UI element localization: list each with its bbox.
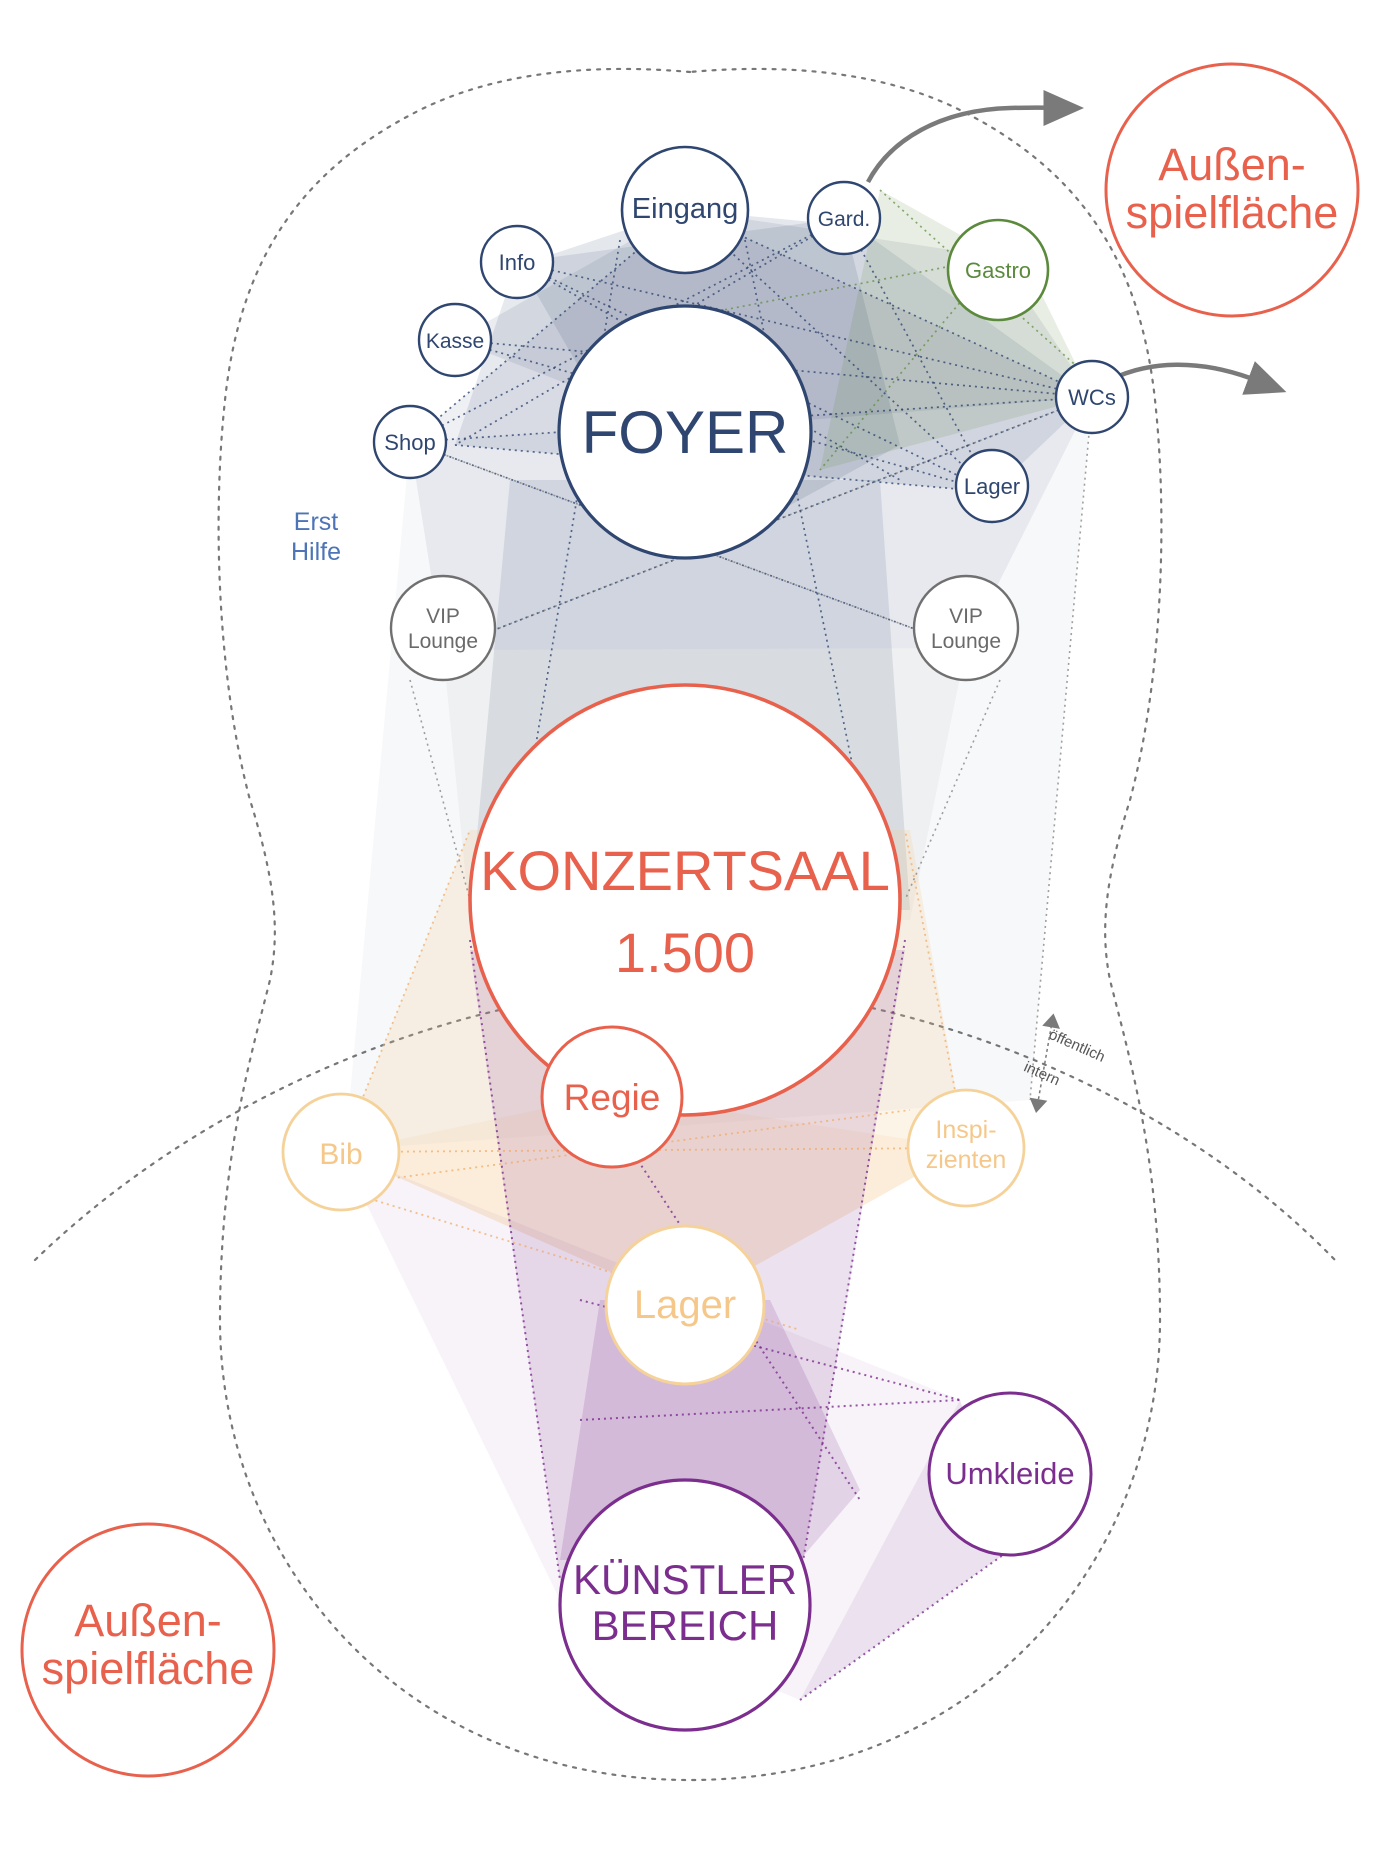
node-regie-label: Regie — [564, 1077, 661, 1118]
support-area-2 — [341, 1094, 966, 1305]
public-internal-divider — [33, 983, 1337, 1262]
gastro-area — [820, 190, 1092, 470]
outdoor-bottom-left-line2: spielfläche — [42, 1643, 255, 1694]
node-inspizienten-line1: Inspi- — [935, 1116, 996, 1144]
node-shop-label: Shop — [384, 430, 435, 455]
outdoor-top-right-line1: Außen- — [1158, 139, 1306, 190]
exit-arrow-wcs — [1108, 361, 1287, 395]
public-internal-arrow — [1029, 1013, 1060, 1113]
node-vip-right-line1: VIP — [949, 605, 983, 628]
node-bib: Bib — [281, 1092, 401, 1212]
node-vip-lounge-left: VIP Lounge — [389, 574, 497, 682]
artist-area-4 — [341, 1152, 960, 1700]
node-inspizienten: Inspi- zienten — [906, 1088, 1026, 1208]
node-vip-lounge-right: VIP Lounge — [912, 574, 1020, 682]
node-eingang: Eingang — [620, 145, 750, 275]
node-umkleide-label: Umkleide — [945, 1456, 1074, 1491]
node-bib-label: Bib — [319, 1138, 362, 1171]
node-gastro-label: Gastro — [965, 258, 1031, 283]
node-wcs: WCs — [1054, 359, 1130, 435]
node-vip-right-line2: Lounge — [931, 630, 1001, 653]
gastro-relation-lines — [619, 189, 1093, 471]
node-gard: Gard. — [806, 180, 882, 256]
node-lager-top-label: Lager — [964, 474, 1020, 499]
outdoor-area-top-right: Außen- spielfläche — [1104, 62, 1360, 318]
node-kuenstlerbereich: KÜNSTLER BEREICH — [558, 1478, 812, 1732]
erst-hilfe-line1: Erst — [294, 508, 339, 536]
node-kuenstler-line1: KÜNSTLER — [573, 1556, 797, 1603]
node-lager-mid-label: Lager — [634, 1283, 736, 1327]
node-gastro: Gastro — [946, 218, 1050, 322]
node-eingang-label: Eingang — [632, 193, 738, 225]
node-gard-label: Gard. — [818, 208, 871, 231]
node-konzertsaal-label: KONZERTSAAL — [480, 839, 890, 902]
node-konzertsaal: KONZERTSAAL 1.500 — [468, 683, 902, 1117]
node-regie: Regie — [540, 1025, 684, 1169]
node-kasse: Kasse — [417, 302, 493, 378]
node-info-label: Info — [499, 250, 536, 275]
node-shop: Shop — [372, 404, 448, 480]
node-kasse-label: Kasse — [426, 330, 484, 353]
outdoor-bottom-left-line1: Außen- — [74, 1595, 222, 1646]
node-wcs-label: WCs — [1068, 385, 1116, 410]
node-lager-top: Lager — [954, 448, 1030, 524]
zone-label-public: öffentlich — [1046, 1026, 1108, 1066]
node-info: Info — [479, 224, 555, 300]
node-vip-left-line2: Lounge — [408, 630, 478, 653]
node-inspizienten-line2: zienten — [926, 1146, 1007, 1174]
node-kuenstler-line2: BEREICH — [592, 1602, 779, 1649]
node-foyer: FOYER — [557, 304, 813, 560]
node-lager-mid: Lager — [604, 1224, 766, 1386]
outdoor-area-bottom-left: Außen- spielfläche — [20, 1522, 276, 1778]
outdoor-top-right-line2: spielfläche — [1126, 187, 1339, 238]
node-vip-left-line1: VIP — [426, 605, 460, 628]
node-konzertsaal-capacity: 1.500 — [615, 921, 755, 984]
node-umkleide: Umkleide — [927, 1391, 1093, 1557]
erst-hilfe-line2: Hilfe — [291, 538, 341, 566]
node-foyer-label: FOYER — [582, 399, 789, 466]
exit-arrow-garderobe — [866, 89, 1084, 184]
